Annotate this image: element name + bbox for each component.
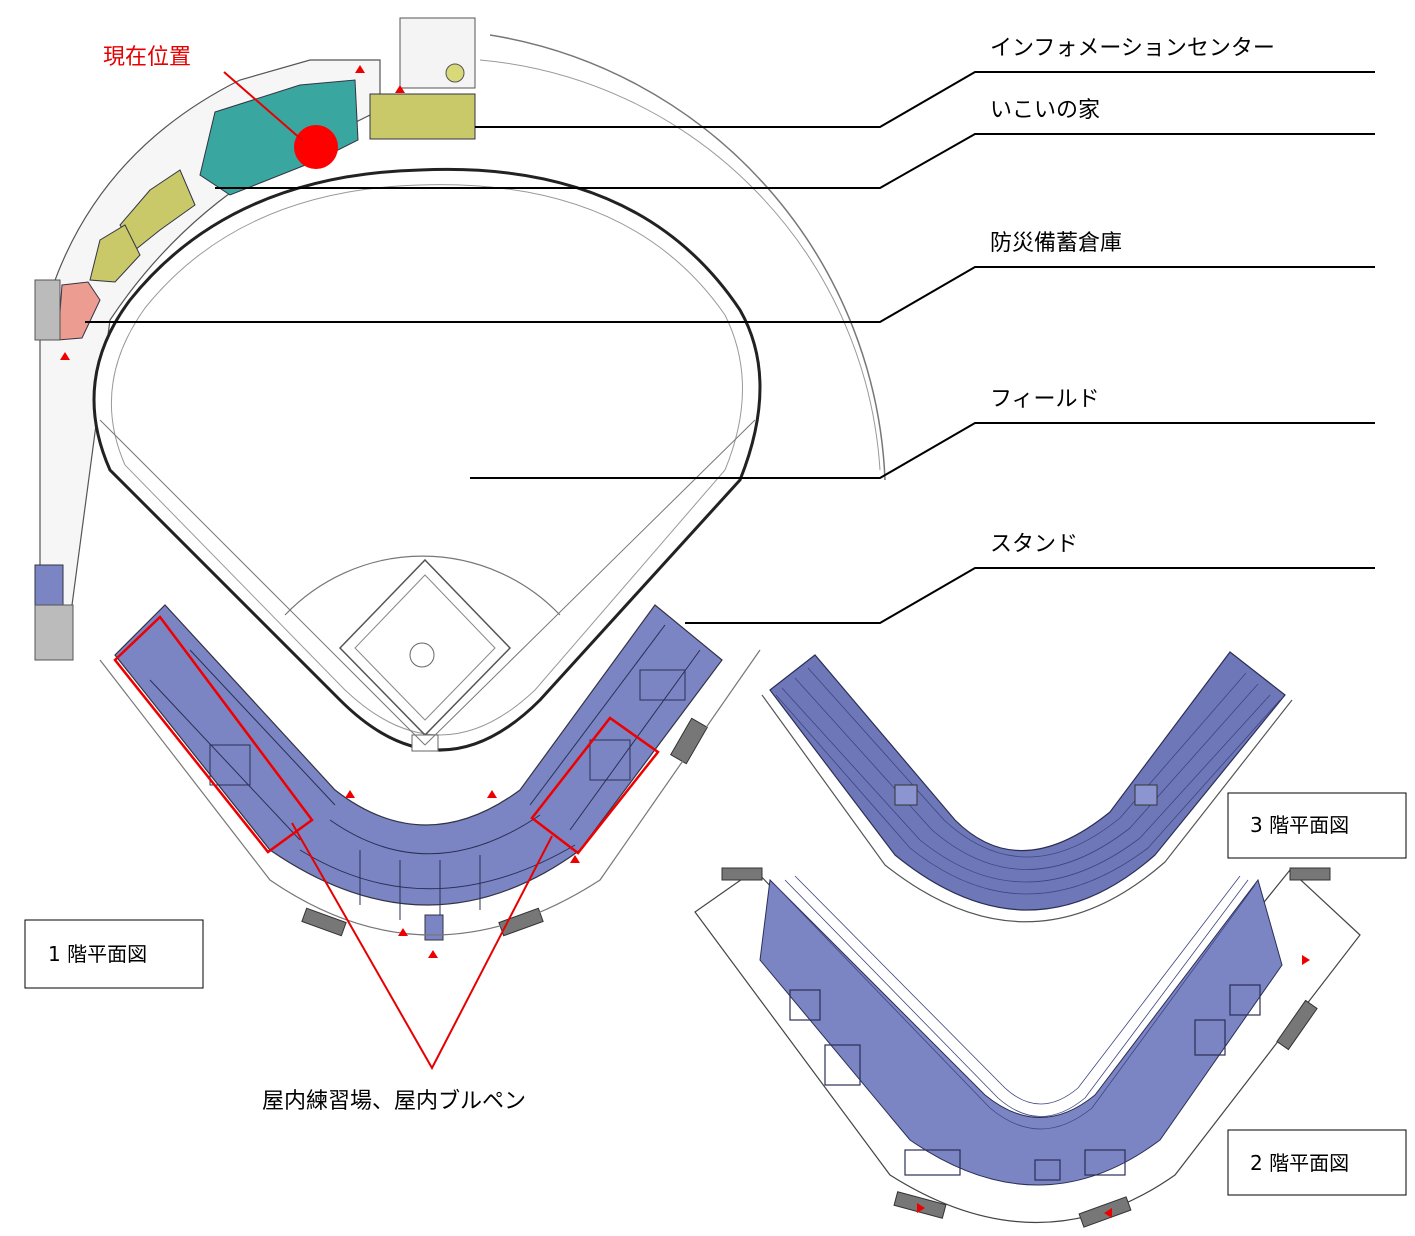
right-stair	[670, 717, 708, 765]
olive-info-center-room	[369, 93, 476, 140]
floor3-box-left	[894, 784, 918, 806]
floor2-stair-top-left	[721, 867, 763, 881]
floor1-label-box	[24, 919, 204, 989]
foul-line-left	[99, 419, 426, 746]
leader-info-center	[475, 71, 1375, 128]
floor2-plan	[694, 867, 1361, 1228]
current-position-dot	[294, 125, 338, 169]
bottom-stair-right	[498, 907, 544, 937]
label-indoor: 屋内練習場、屋内ブルペン	[262, 1089, 526, 1114]
warning-track	[110, 184, 743, 736]
floor3-box-right	[1134, 784, 1158, 806]
stand-room-lines	[149, 624, 701, 920]
label-ikoi: いこいの家	[990, 98, 1100, 123]
outfield-wall-inner	[479, 59, 881, 471]
olive-room-1	[119, 169, 196, 251]
current-position-pointer	[223, 71, 303, 141]
floor2-entrance-markers	[917, 955, 1310, 1218]
inner-diamond	[354, 574, 496, 721]
floor2-seat-rows	[774, 875, 1256, 1130]
indoor-bullpen-area-right	[530, 716, 660, 855]
floor2-stair-top-right	[1289, 867, 1331, 881]
top-gate-circle	[445, 63, 465, 83]
indoor-leader-lines	[291, 822, 553, 1071]
floor1-label: 1 階平面図	[48, 942, 147, 966]
floor3-plan	[761, 651, 1293, 923]
left-concourse	[39, 59, 381, 621]
leader-stand	[685, 567, 1375, 624]
entrance-markers	[60, 65, 580, 958]
floor2-label: 2 階平面図	[1250, 1151, 1349, 1175]
olive-room-2	[89, 224, 141, 283]
home-plate-area	[411, 734, 439, 752]
current-position-label: 現在位置	[103, 45, 191, 70]
label-stand: スタンド	[990, 532, 1078, 557]
floor1-plan: 現在位置	[34, 17, 886, 958]
floor2-rooms	[789, 984, 1261, 1181]
label-info-center: インフォメーションセンター	[990, 36, 1275, 61]
callouts	[85, 71, 1375, 624]
floor2-label-box	[1227, 1129, 1407, 1196]
indoor-practice-area-left	[113, 615, 314, 854]
left-small-blue-room	[34, 564, 64, 608]
foul-line-right	[424, 419, 756, 746]
floor3-label-box	[1227, 792, 1407, 859]
infield-arc	[284, 555, 561, 616]
floor2-stair-right	[1078, 1196, 1132, 1228]
bottom-stair-left	[301, 907, 347, 937]
label-field: フィールド	[990, 387, 1100, 412]
teal-room-ikoi	[199, 79, 359, 196]
floor3-stand	[769, 651, 1286, 911]
bottom-entrance	[424, 914, 444, 941]
floor3-label: 3 階平面図	[1250, 813, 1349, 837]
floor3-outer-edge	[761, 694, 1293, 923]
pitchers-mound	[409, 642, 435, 668]
leader-ikoi	[215, 133, 1375, 189]
outer-ring-lower	[99, 649, 761, 936]
floor2-stair-right-side	[1276, 999, 1318, 1051]
label-storage: 防災備蓄倉庫	[990, 231, 1122, 256]
left-stair-1	[34, 279, 61, 341]
leader-field	[470, 422, 1375, 479]
leader-storage	[85, 266, 1375, 323]
floor3-seat-rows	[775, 667, 1281, 895]
field-outline	[92, 167, 762, 752]
left-stair-2	[34, 604, 74, 661]
floor2-stand	[759, 878, 1283, 1186]
top-gate-block	[399, 17, 476, 89]
